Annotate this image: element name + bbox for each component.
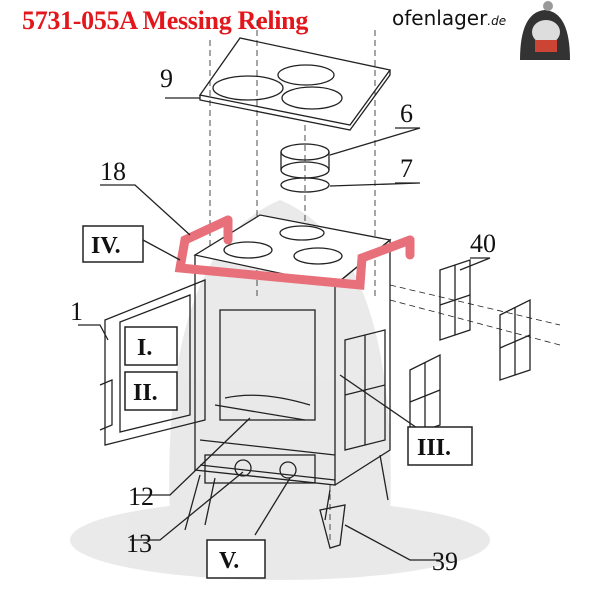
door-part-1 <box>99 279 206 446</box>
seal-ring-part-7 <box>280 177 330 193</box>
tile-panels-part-40 <box>409 259 531 436</box>
part-number-18: 18 <box>100 157 126 186</box>
detail-box-i: I. <box>137 335 152 361</box>
logo-tld: .de <box>487 14 507 28</box>
detail-box-iv: IV. <box>91 233 121 259</box>
diagram-title: 5731-055A Messing Reling <box>22 6 309 35</box>
part-number-39: 39 <box>432 547 458 576</box>
leg-part-39 <box>319 504 346 549</box>
part-number-12: 12 <box>128 482 154 511</box>
brass-rail-part-18 <box>174 215 415 290</box>
detail-box-ii: II. <box>133 380 158 406</box>
part-number-6: 6 <box>400 99 413 128</box>
logo-mascot-icon <box>505 1 585 60</box>
side-tiles <box>344 329 386 451</box>
logo-name: ofenlager <box>392 6 488 30</box>
logo: ofenlager.de <box>392 6 506 30</box>
part-number-40: 40 <box>470 229 496 258</box>
part-number-7: 7 <box>400 154 413 183</box>
detail-box-v: V. <box>219 548 239 574</box>
part-number-9: 9 <box>160 64 173 93</box>
top-plate-part-9 <box>198 37 392 131</box>
part-number-1: 1 <box>70 297 83 326</box>
detail-box-iii: III. <box>417 435 451 461</box>
part-number-13: 13 <box>126 529 152 558</box>
